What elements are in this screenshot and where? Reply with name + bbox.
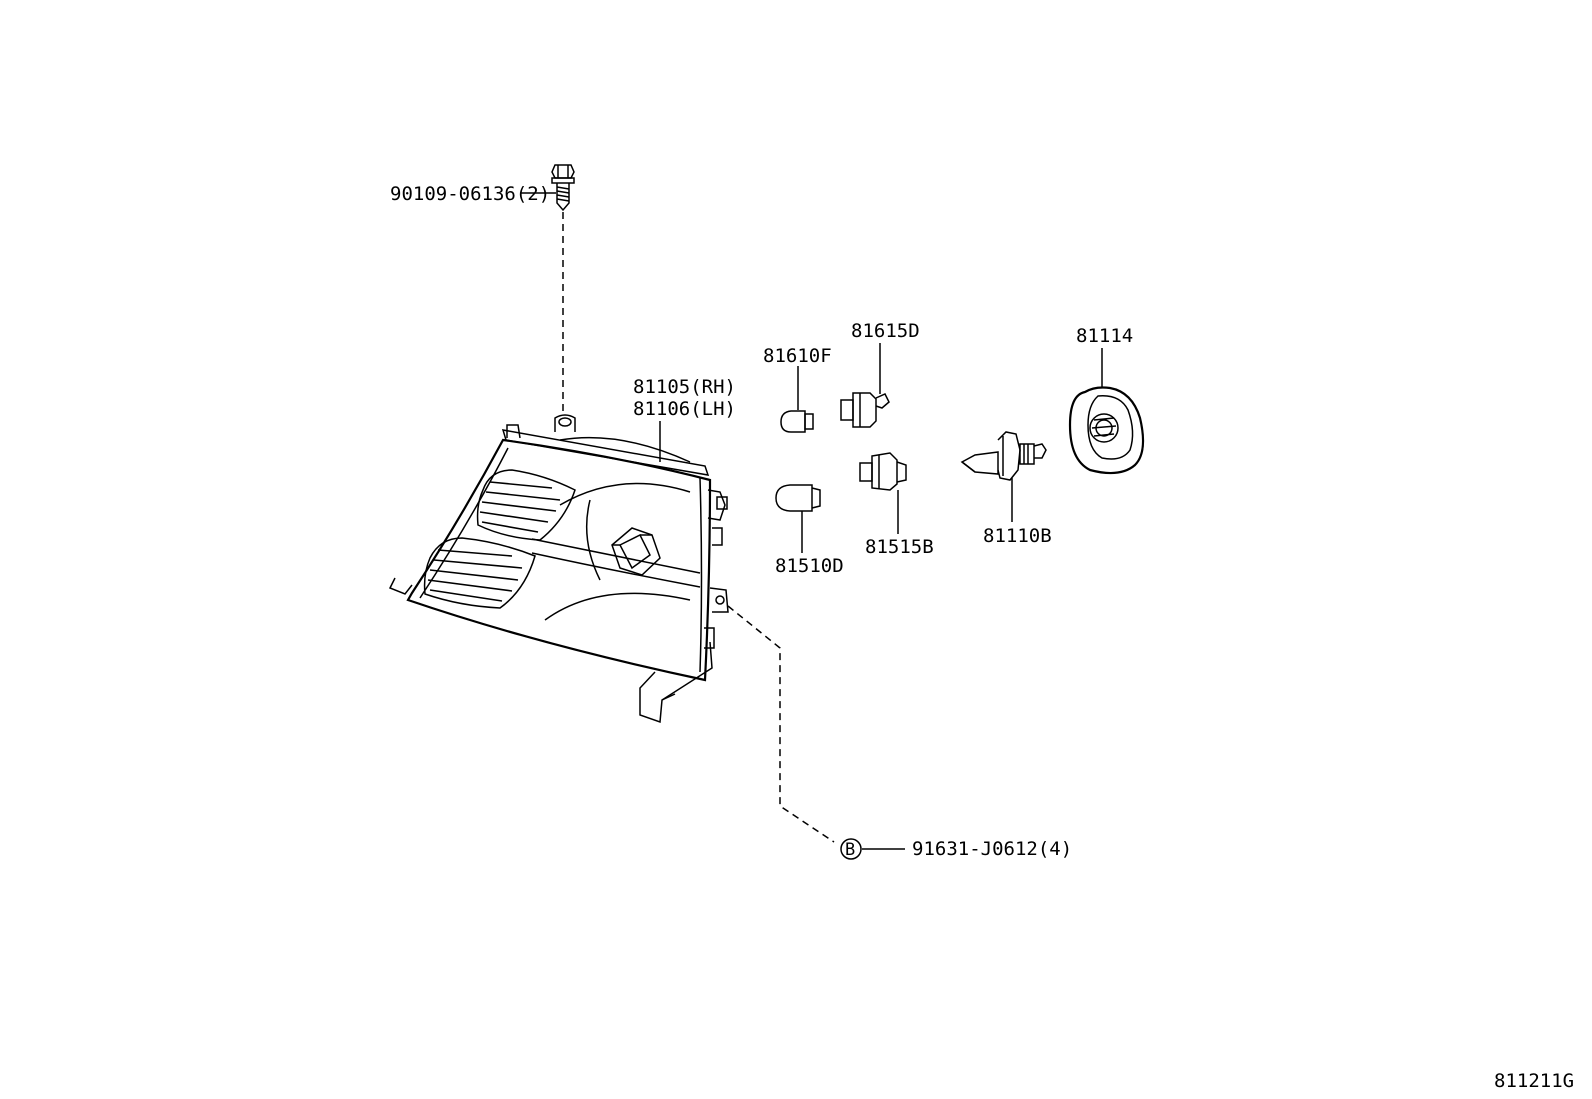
- cover-81114-drawing: [1068, 386, 1145, 475]
- label-socket-81615d[interactable]: 81615D: [851, 320, 920, 342]
- label-nut[interactable]: 91631-J0612(4): [912, 838, 1072, 860]
- nut-code: B: [845, 840, 855, 860]
- socket-81515b-drawing: [859, 452, 907, 491]
- label-cover-81114[interactable]: 81114: [1076, 325, 1133, 347]
- nut-dashed-guide: [727, 605, 835, 843]
- label-bulb-81610f[interactable]: 81610F: [763, 345, 832, 367]
- bulb-81610f-drawing: [780, 410, 814, 433]
- nut-callout[interactable]: B: [840, 838, 862, 860]
- label-headlamp-rh[interactable]: 81105(RH): [633, 376, 736, 398]
- label-socket-81515b[interactable]: 81515B: [865, 536, 934, 558]
- label-bulb-81110b[interactable]: 81110B: [983, 525, 1052, 547]
- screw-drawing: [551, 164, 575, 212]
- label-bulb-81510d[interactable]: 81510D: [775, 555, 844, 577]
- diagram-id: 811211G: [1494, 1070, 1574, 1092]
- bulb-81510d-drawing: [775, 484, 821, 512]
- headlamp-assembly: [388, 414, 729, 724]
- nut-code-circle: [840, 838, 862, 860]
- label-screw[interactable]: 90109-06136(2): [390, 183, 550, 205]
- socket-81615d-drawing: [840, 392, 890, 428]
- bulb-81110b-drawing: [960, 431, 1047, 481]
- label-headlamp-lh[interactable]: 81106(LH): [633, 398, 736, 420]
